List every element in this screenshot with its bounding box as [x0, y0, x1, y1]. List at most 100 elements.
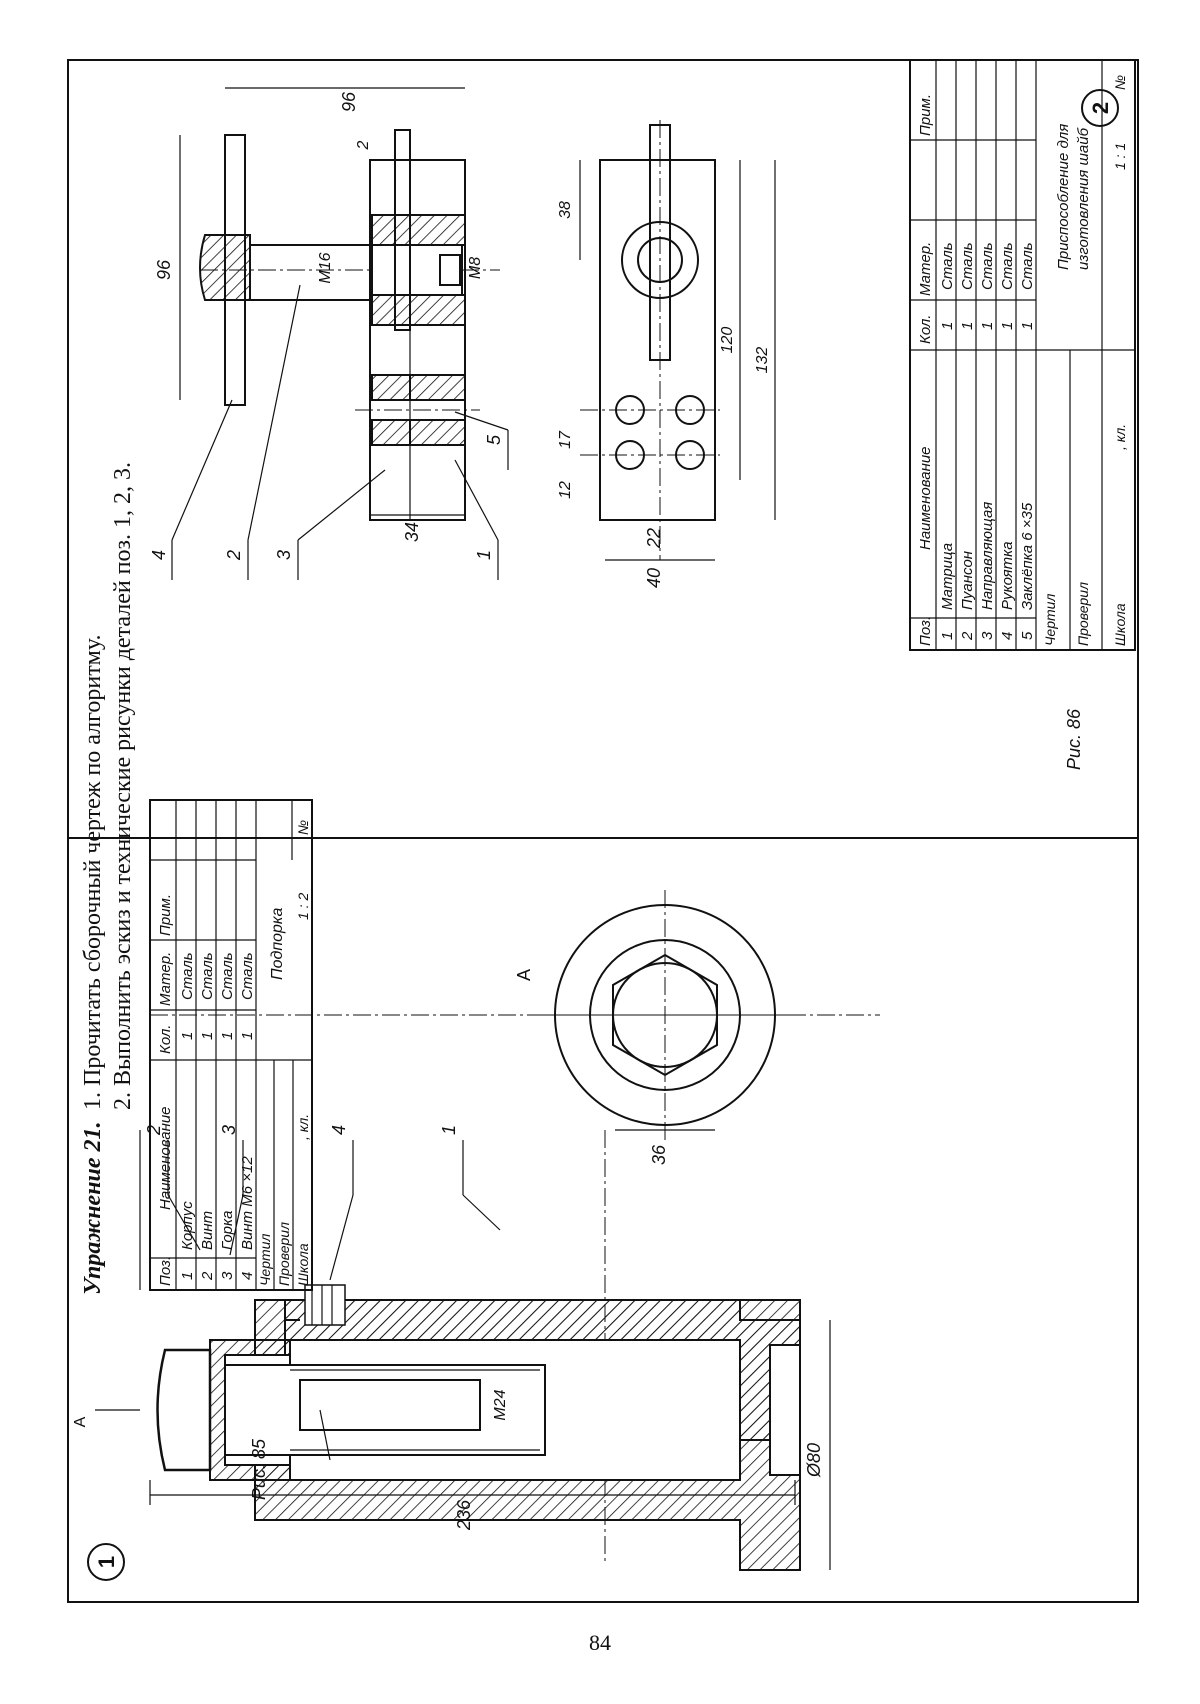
- svg-text:Матер.: Матер.: [157, 952, 174, 1006]
- svg-text:132: 132: [754, 347, 771, 374]
- svg-text:1: 1: [959, 322, 976, 330]
- svg-text:№: №: [1112, 75, 1128, 90]
- svg-text:3: 3: [274, 550, 294, 560]
- exercise-task-2: 2. Выполнить эскиз и технические рисунки…: [110, 462, 136, 1110]
- sheet2-number: 2: [1081, 89, 1119, 127]
- svg-text:1: 1: [939, 322, 956, 330]
- svg-text:34: 34: [402, 522, 422, 542]
- svg-text:, кл.: , кл.: [1112, 424, 1128, 450]
- matrix-plan-view: [580, 120, 720, 560]
- svg-text:Наименование: Наименование: [157, 1106, 174, 1210]
- svg-text:Сталь: Сталь: [939, 242, 956, 290]
- svg-text:Прим.: Прим.: [917, 94, 934, 136]
- svg-text:Винт: Винт: [199, 1211, 216, 1250]
- svg-text:4: 4: [329, 1125, 349, 1135]
- svg-text:22: 22: [644, 528, 664, 549]
- svg-text:96: 96: [339, 91, 359, 112]
- sheet2-parts-table: Поз. Наименование Кол. Матер. Прим. 1 Ма…: [909, 59, 1136, 651]
- svg-text:№: №: [295, 820, 311, 835]
- view-a: A 36: [514, 890, 790, 1165]
- svg-text:2: 2: [224, 550, 244, 561]
- svg-text:Горка: Горка: [219, 1211, 236, 1250]
- svg-text:1: 1: [474, 550, 494, 560]
- svg-text:1: 1: [179, 1032, 196, 1040]
- svg-text:Школа: Школа: [1112, 603, 1128, 646]
- page-frame: [67, 59, 1139, 1603]
- exercise-header: Упражнение 21. 1. Прочитать сборочный че…: [80, 462, 136, 1295]
- sheet1-number: 1: [87, 1543, 125, 1581]
- svg-text:5: 5: [1019, 631, 1036, 640]
- svg-text:4: 4: [999, 632, 1016, 640]
- svg-text:1: 1: [94, 1556, 119, 1568]
- svg-text:1: 1: [1019, 322, 1036, 330]
- svg-text:Рукоятка: Рукоятка: [999, 541, 1016, 610]
- svg-text:1 : 2: 1 : 2: [295, 893, 311, 920]
- fig85-caption: Рис. 85: [249, 1438, 269, 1500]
- svg-text:Сталь: Сталь: [199, 952, 216, 1000]
- svg-text:1: 1: [999, 322, 1016, 330]
- svg-text:Проверил: Проверил: [1075, 582, 1091, 646]
- svg-text:1: 1: [219, 1032, 236, 1040]
- svg-text:Пуансон: Пуансон: [959, 551, 976, 610]
- fig86-caption: Рис. 86: [1064, 708, 1084, 770]
- svg-text:Кол.: Кол.: [157, 1025, 174, 1054]
- svg-text:3: 3: [219, 1125, 239, 1135]
- exercise-title: Упражнение 21.: [80, 1121, 106, 1295]
- svg-text:1: 1: [939, 632, 956, 640]
- svg-text:Сталь: Сталь: [959, 242, 976, 290]
- svg-text:Поз.: Поз.: [157, 1256, 174, 1286]
- svg-text:Винт М6 ×12: Винт М6 ×12: [239, 1156, 256, 1250]
- svg-text:Поз.: Поз.: [917, 616, 934, 646]
- page-number: 84: [589, 1630, 611, 1655]
- svg-text:4: 4: [149, 550, 169, 560]
- svg-text:1 : 1: 1 : 1: [1112, 143, 1128, 170]
- svg-text:40: 40: [644, 568, 664, 588]
- svg-text:Проверил: Проверил: [276, 1222, 292, 1286]
- svg-text:Сталь: Сталь: [979, 242, 996, 290]
- svg-text:Направляющая: Направляющая: [979, 502, 996, 610]
- svg-text:Чертил: Чертил: [257, 1234, 273, 1286]
- svg-text:2: 2: [199, 1271, 216, 1281]
- svg-text:M8: M8: [467, 257, 484, 279]
- svg-text:Чертил: Чертил: [1042, 594, 1058, 646]
- svg-text:Сталь: Сталь: [999, 242, 1016, 290]
- svg-text:36: 36: [649, 1144, 669, 1165]
- podporka-section: [150, 1014, 880, 1571]
- svg-text:Сталь: Сталь: [239, 952, 256, 1000]
- svg-text:Кол.: Кол.: [917, 315, 934, 344]
- svg-text:1: 1: [239, 1032, 256, 1040]
- dim-m24: M24: [492, 1389, 509, 1420]
- sheet2-dimensions: 96 96 2 M16 M8 34 40 22 12 17 38 120 132: [154, 87, 776, 588]
- view-arrow-label: A: [72, 1416, 89, 1427]
- sheet1-dimensions: 236 Ø80 M24 A: [72, 1320, 831, 1570]
- dim-236: 236: [454, 1499, 474, 1531]
- svg-text:1: 1: [439, 1125, 459, 1135]
- svg-text:Прим.: Прим.: [157, 894, 174, 936]
- svg-text:A: A: [514, 969, 534, 981]
- svg-text:2: 2: [355, 140, 372, 150]
- svg-text:12: 12: [557, 481, 574, 499]
- svg-text:120: 120: [719, 327, 736, 354]
- svg-text:Сталь: Сталь: [179, 952, 196, 1000]
- svg-text:Матрица: Матрица: [939, 543, 956, 610]
- svg-text:Сталь: Сталь: [1019, 242, 1036, 290]
- svg-text:изготовления шайб: изготовления шайб: [1075, 127, 1092, 270]
- svg-text:17: 17: [557, 430, 574, 449]
- dim-d80: Ø80: [804, 1443, 824, 1478]
- svg-text:96: 96: [154, 259, 174, 280]
- sheet2-leaders: 4 2 3 1 5: [149, 284, 509, 580]
- svg-text:Наименование: Наименование: [917, 446, 934, 550]
- svg-text:2: 2: [1088, 102, 1113, 114]
- svg-text:, кл.: , кл.: [295, 1114, 311, 1140]
- svg-text:Приспособление для: Приспособление для: [1055, 124, 1072, 270]
- matrix-assembly: [199, 129, 500, 521]
- svg-text:2: 2: [144, 1125, 164, 1136]
- svg-text:3: 3: [979, 631, 996, 640]
- svg-text:Сталь: Сталь: [219, 952, 236, 1000]
- svg-text:3: 3: [219, 1271, 236, 1280]
- svg-text:Заклёпка 6 ×35: Заклёпка 6 ×35: [1019, 502, 1036, 610]
- exercise-task-1: 1. Прочитать сборочный чертеж по алгорит…: [80, 635, 106, 1110]
- sheet1-parts-table: Поз. Наименование Кол. Матер. Прим. 1 Ко…: [149, 799, 313, 1291]
- svg-text:2: 2: [959, 631, 976, 641]
